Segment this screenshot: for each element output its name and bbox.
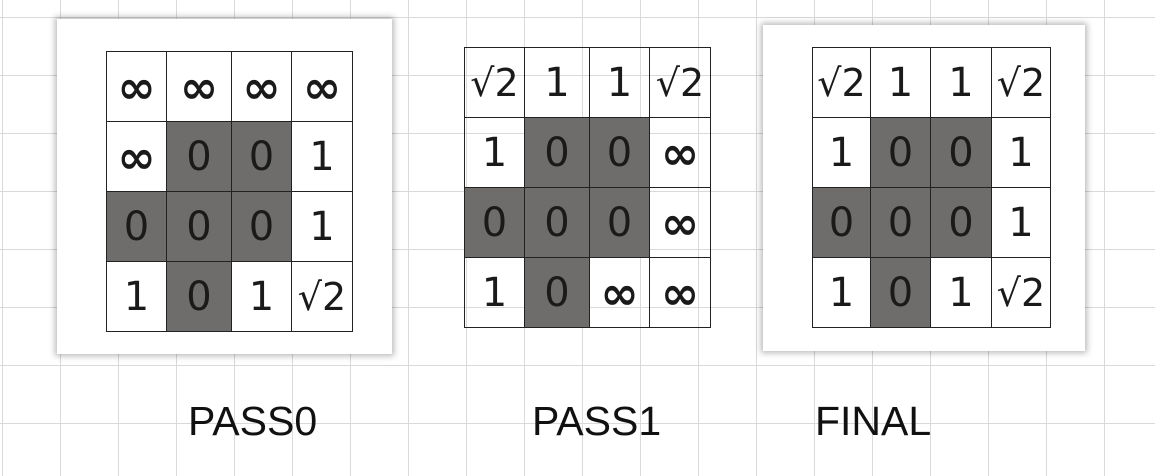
distance-cell: ∞ <box>166 51 232 122</box>
distance-cell: √2 <box>649 47 711 118</box>
distance-cell: √2 <box>991 257 1051 328</box>
obstacle-cell: 0 <box>870 117 931 188</box>
distance-cell: 1 <box>870 47 931 118</box>
obstacle-cell: 0 <box>464 187 525 258</box>
distance-cell: 1 <box>991 187 1051 258</box>
obstacle-cell: 0 <box>524 257 590 328</box>
obstacle-cell: 0 <box>930 187 992 258</box>
distance-cell: ∞ <box>106 121 167 192</box>
obstacle-cell: 0 <box>166 121 232 192</box>
obstacle-cell: 0 <box>589 117 650 188</box>
obstacle-cell: 0 <box>870 257 931 328</box>
obstacle-cell: 0 <box>106 191 167 262</box>
distance-cell: ∞ <box>589 257 650 328</box>
distance-cell: 1 <box>231 261 292 332</box>
distance-cell: ∞ <box>649 187 711 258</box>
distance-cell: 1 <box>106 261 167 332</box>
distance-cell: 1 <box>812 117 871 188</box>
distance-cell: 1 <box>291 191 353 262</box>
obstacle-cell: 0 <box>870 187 931 258</box>
obstacle-cell: 0 <box>930 117 992 188</box>
obstacle-cell: 0 <box>166 261 232 332</box>
distance-cell: ∞ <box>231 51 292 122</box>
distance-cell: 1 <box>991 117 1051 188</box>
distance-cell: √2 <box>291 261 353 332</box>
pass0-caption: PASS0 <box>188 398 318 444</box>
distance-cell: 1 <box>464 257 525 328</box>
distance-cell: 1 <box>812 257 871 328</box>
distance-cell: 1 <box>291 121 353 192</box>
distance-cell: ∞ <box>106 51 167 122</box>
obstacle-cell: 0 <box>524 187 590 258</box>
distance-cell: ∞ <box>649 257 711 328</box>
distance-cell: 1 <box>930 47 992 118</box>
obstacle-cell: 0 <box>231 191 292 262</box>
obstacle-cell: 0 <box>166 191 232 262</box>
obstacle-cell: 0 <box>231 121 292 192</box>
pass1-caption: PASS1 <box>532 398 662 444</box>
distance-cell: 1 <box>464 117 525 188</box>
grid-row: ∞∞∞∞ <box>106 51 353 122</box>
distance-cell: 1 <box>524 47 590 118</box>
distance-cell: ∞ <box>649 117 711 188</box>
distance-cell: √2 <box>991 47 1051 118</box>
distance-cell: ∞ <box>291 51 353 122</box>
obstacle-cell: 0 <box>524 117 590 188</box>
obstacle-cell: 0 <box>812 187 871 258</box>
distance-cell: 1 <box>589 47 650 118</box>
distance-cell: √2 <box>464 47 525 118</box>
distance-cell: 1 <box>930 257 992 328</box>
obstacle-cell: 0 <box>589 187 650 258</box>
distance-cell: √2 <box>812 47 871 118</box>
final-caption: FINAL <box>815 398 932 444</box>
